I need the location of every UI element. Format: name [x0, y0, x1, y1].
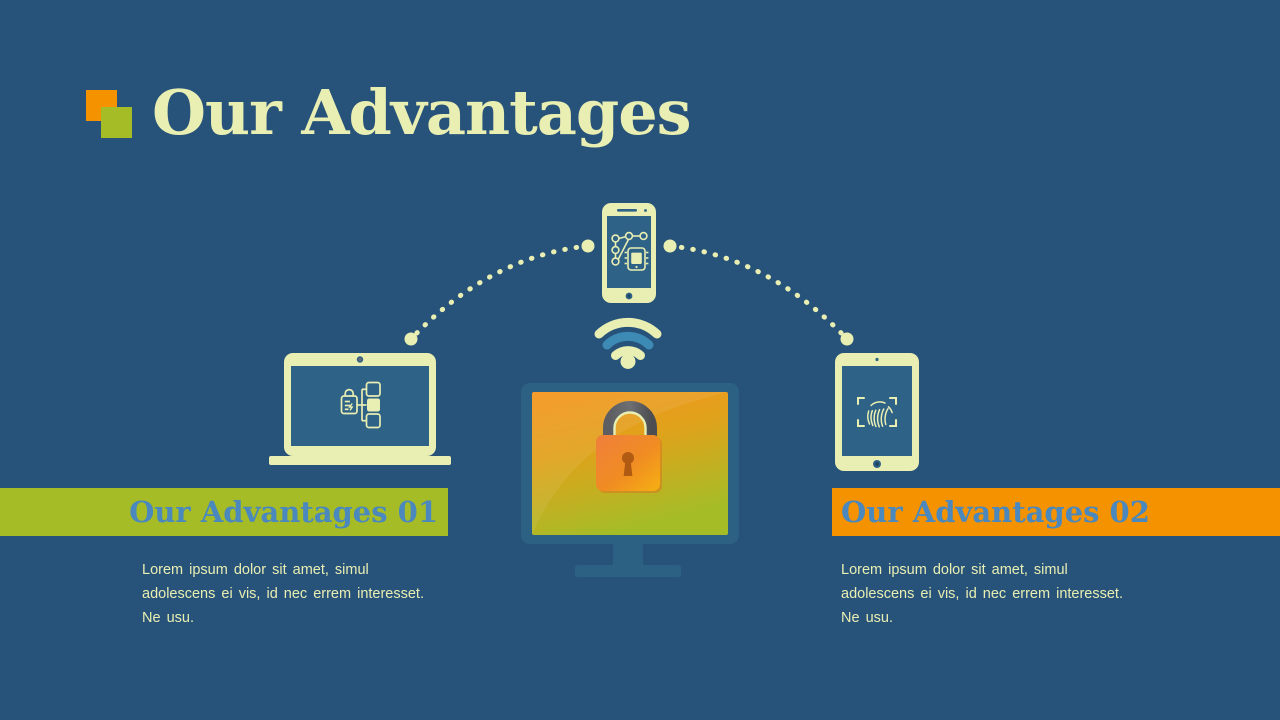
network-lock-icon [340, 381, 381, 429]
advantage-banner-02[interactable]: Our Advantages 02 [832, 488, 1280, 536]
connector-phone-to-laptop [404, 239, 595, 346]
page-title: Our Advantages [152, 76, 692, 149]
tablet-device [835, 353, 919, 471]
advantage-body-01: Lorem ipsum dolor sit amet, simul adoles… [142, 562, 424, 626]
laptop-device [269, 353, 451, 465]
iot-network-icon [611, 231, 649, 271]
phone-device [602, 203, 656, 303]
monitor-device [521, 383, 739, 577]
padlock-icon [596, 401, 662, 493]
advantage-body-02: Lorem ipsum dolor sit amet, simul adoles… [841, 562, 1123, 626]
advantage-banner-01[interactable]: Our Advantages 01 [0, 488, 448, 536]
connector-phone-to-tablet [663, 239, 854, 346]
logo-square-green-icon [101, 107, 132, 138]
logo-mark [86, 90, 136, 140]
fingerprint-scan-icon [857, 397, 897, 428]
wifi-icon [594, 317, 662, 369]
